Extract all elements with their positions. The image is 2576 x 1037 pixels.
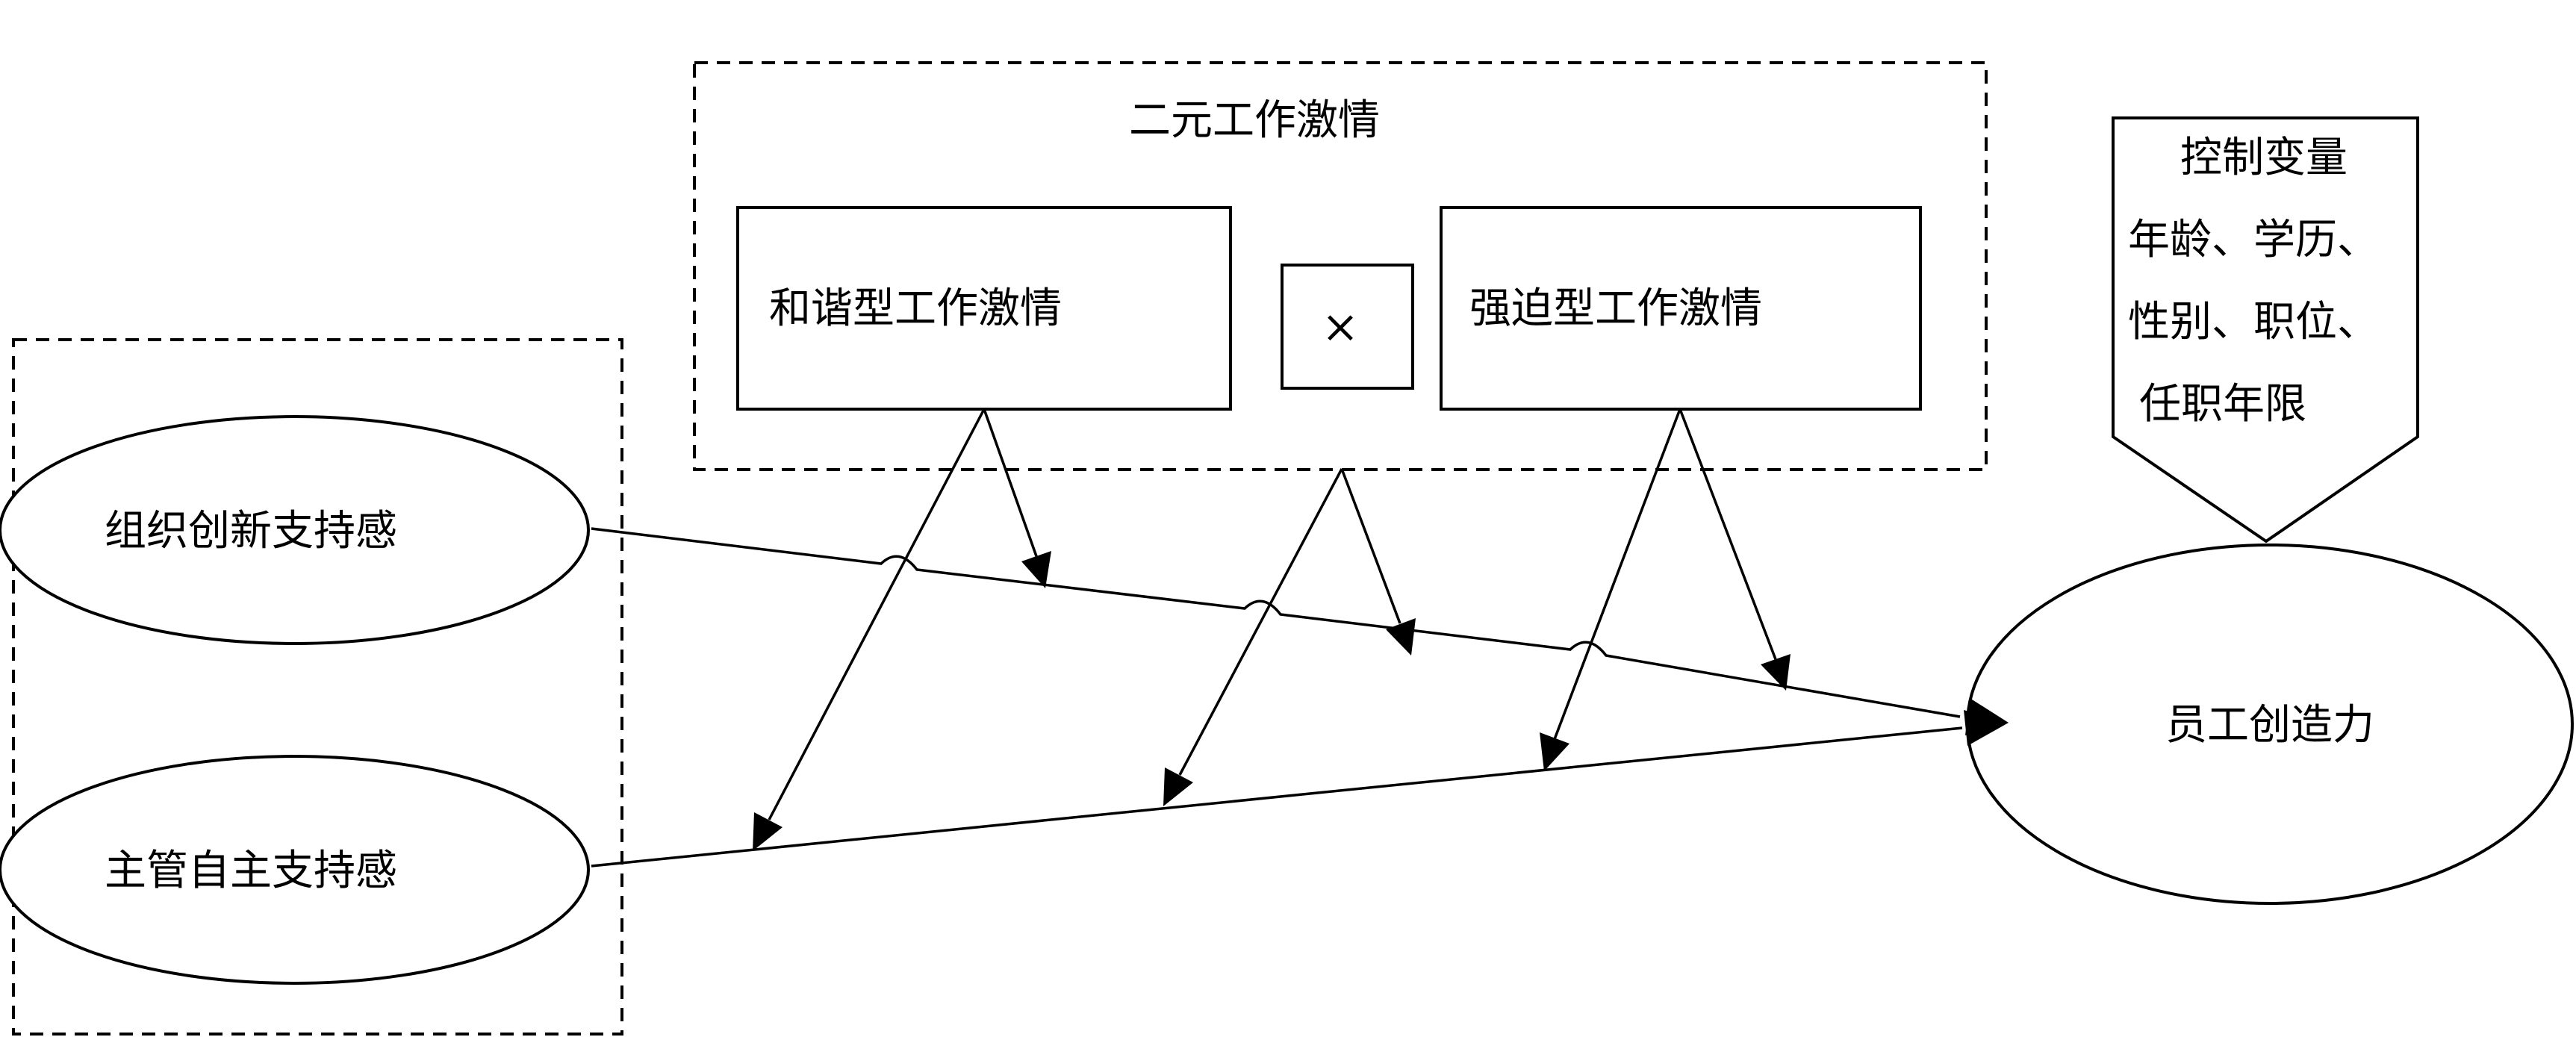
employee-creativity-label: 员工创造力 xyxy=(2165,701,2374,750)
control-variables-line-1: 年龄、学历、 xyxy=(2128,216,2379,264)
independent-group-frame xyxy=(12,338,623,1036)
supervisor-autonomy-support-ellipse xyxy=(0,755,590,985)
harmonious-moderation-supervisor-line xyxy=(768,408,986,820)
harmonious-moderation-supervisor-arrowhead xyxy=(753,812,783,851)
passion-group-frame xyxy=(693,61,1988,471)
interaction-moderation-supervisor-line xyxy=(1178,468,1343,776)
supervisor-to-creativity-arrowhead xyxy=(1964,710,2009,746)
org-innovation-support-ellipse xyxy=(0,415,590,645)
harmonious-passion-label: 和谐型工作激情 xyxy=(769,284,1062,333)
obsessive-moderation-supervisor-line xyxy=(1553,408,1681,740)
supervisor-autonomy-support-label: 主管自主支持感 xyxy=(105,847,397,895)
harmonious-moderation-org-arrowhead xyxy=(1021,551,1051,588)
obsessive-moderation-supervisor-arrowhead xyxy=(1540,732,1569,771)
obsessive-moderation-org-arrowhead xyxy=(1761,654,1791,691)
supervisor-to-creativity-path xyxy=(591,726,1963,868)
interaction-moderation-org-arrowhead xyxy=(1386,618,1416,655)
org-innovation-support-label: 组织创新支持感 xyxy=(105,507,397,555)
control-variables-line-3: 任职年限 xyxy=(2139,380,2306,429)
control-variables-title: 控制变量 xyxy=(2180,134,2348,182)
interaction-moderation-org-line xyxy=(1340,468,1401,624)
harmonious-passion-box xyxy=(736,206,1232,411)
interaction-box xyxy=(1281,264,1414,390)
passion-group-title: 二元工作激情 xyxy=(1129,96,1380,145)
harmonious-moderation-org-line xyxy=(983,408,1038,557)
org-to-creativity-path xyxy=(591,527,1961,718)
interaction-symbol: × xyxy=(1322,301,1359,353)
interaction-moderation-supervisor-arrowhead xyxy=(1163,767,1193,806)
control-variables-callout xyxy=(2112,116,2419,544)
obsessive-moderation-org-line xyxy=(1679,408,1777,660)
control-variables-line-2: 性别、职位、 xyxy=(2128,298,2379,346)
obsessive-passion-label: 强迫型工作激情 xyxy=(1469,284,1762,333)
